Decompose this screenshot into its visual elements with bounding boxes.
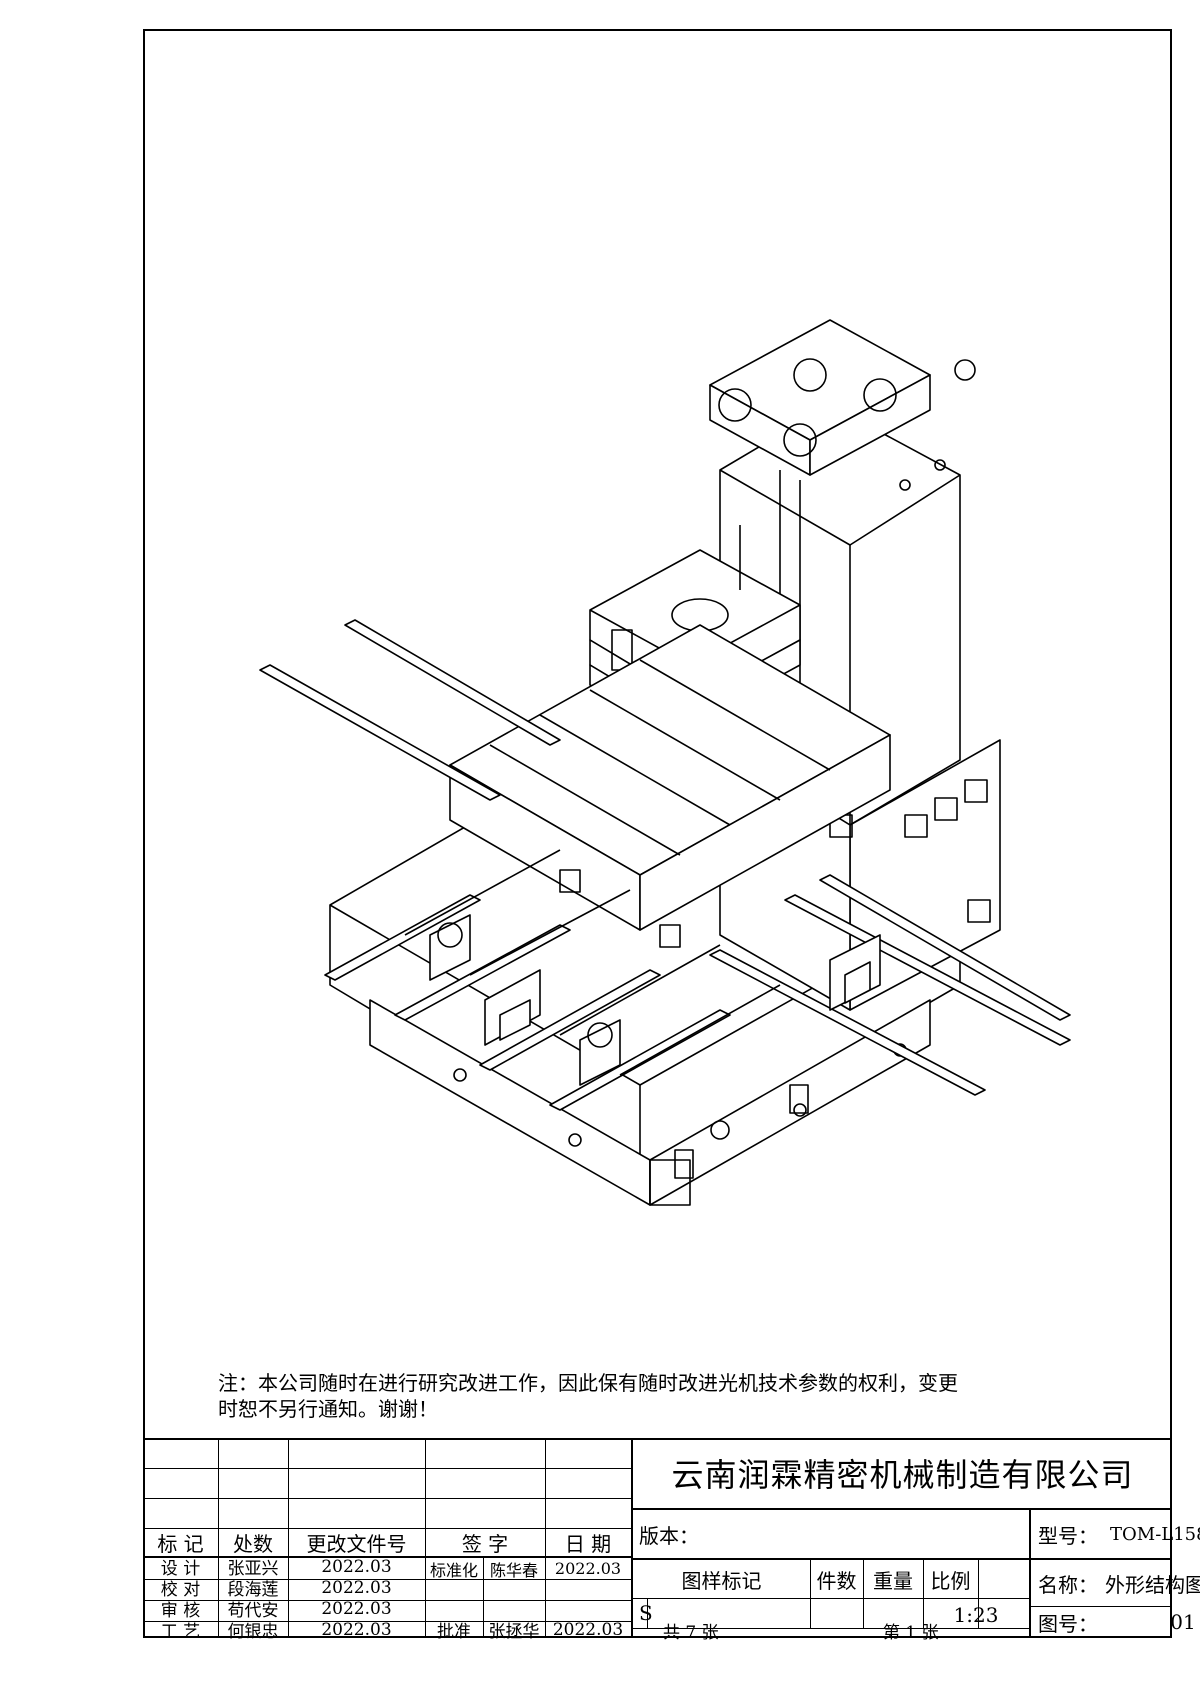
worktable <box>449 624 891 948</box>
machine-isometric-drawing <box>259 319 1071 1206</box>
date-process: 2022.03 <box>321 1619 392 1640</box>
approval-label: 批准 <box>437 1622 471 1642</box>
date-proofread: 2022.03 <box>321 1577 392 1598</box>
role-process: 工 艺 <box>160 1622 201 1642</box>
y-axis-way-covers <box>324 849 781 1111</box>
note-line-1: 注：本公司随时在进行研究改进工作，因此保有随时改进光机技术参数的权利，变更 <box>218 1371 958 1395</box>
disclaimer-note: 注：本公司随时在进行研究改进工作，因此保有随时改进光机技术参数的权利，变更 时恕… <box>218 1370 1098 1422</box>
header-change-doc: 更改文件号 <box>306 1531 407 1556</box>
role-design: 设 计 <box>160 1559 201 1579</box>
role-proofread: 校 对 <box>160 1580 201 1600</box>
ballscrew-supports <box>429 914 881 1086</box>
header-date: 日 期 <box>564 1531 612 1556</box>
name-proofread: 段海莲 <box>227 1580 279 1600</box>
name-label: 名称： <box>1038 1572 1098 1597</box>
header-mark: 标 记 <box>157 1531 204 1556</box>
date-review: 2022.03 <box>321 1598 392 1619</box>
company-name: 云南润霖精密机械制造有限公司 <box>671 1456 1134 1494</box>
z-axis-motor-bracket <box>709 319 931 770</box>
drawing-frame <box>143 29 1172 1638</box>
standardization-date: 2022.03 <box>554 1559 622 1578</box>
standardization-label: 标准化 <box>429 1560 478 1580</box>
name-review: 苟代安 <box>227 1601 279 1621</box>
version-label: 版本： <box>639 1523 699 1548</box>
note-line-2: 时恕不另行通知。谢谢！ <box>218 1397 438 1421</box>
sheet-number: 第 1 张 <box>883 1623 939 1643</box>
approval-name: 张拯华 <box>488 1622 540 1642</box>
name-value: 外形结构图 <box>1105 1572 1200 1597</box>
sample-mark-label: 图样标记 <box>681 1568 762 1593</box>
sample-mark-value: S <box>639 1601 653 1625</box>
title-block: 云南润霖精密机械制造有限公司 标 记 处数 更改文件号 签 字 日 期 设 计 … <box>143 1438 1200 1643</box>
approval-date: 2022.03 <box>552 1619 624 1640</box>
weight-label: 重量 <box>873 1568 913 1593</box>
date-design: 2022.03 <box>321 1556 392 1577</box>
header-signature: 签 字 <box>461 1531 509 1556</box>
name-design: 张亚兴 <box>227 1559 279 1579</box>
pieces-label: 件数 <box>816 1568 857 1593</box>
role-review: 审 核 <box>160 1601 201 1621</box>
model-label: 型号： <box>1038 1523 1098 1548</box>
drawing-no-label: 图号： <box>1038 1611 1098 1636</box>
drawing-no-value: 01 <box>1170 1610 1196 1634</box>
standardization-name: 陈华春 <box>489 1560 538 1580</box>
name-process: 何银忠 <box>227 1622 279 1642</box>
header-location: 处数 <box>233 1531 273 1556</box>
scale-value: 1:23 <box>953 1603 999 1627</box>
scale-label: 比例 <box>930 1568 971 1593</box>
model-value: TOM-L1580 <box>1110 1523 1200 1545</box>
sheets-total: 共 7 张 <box>663 1623 719 1643</box>
